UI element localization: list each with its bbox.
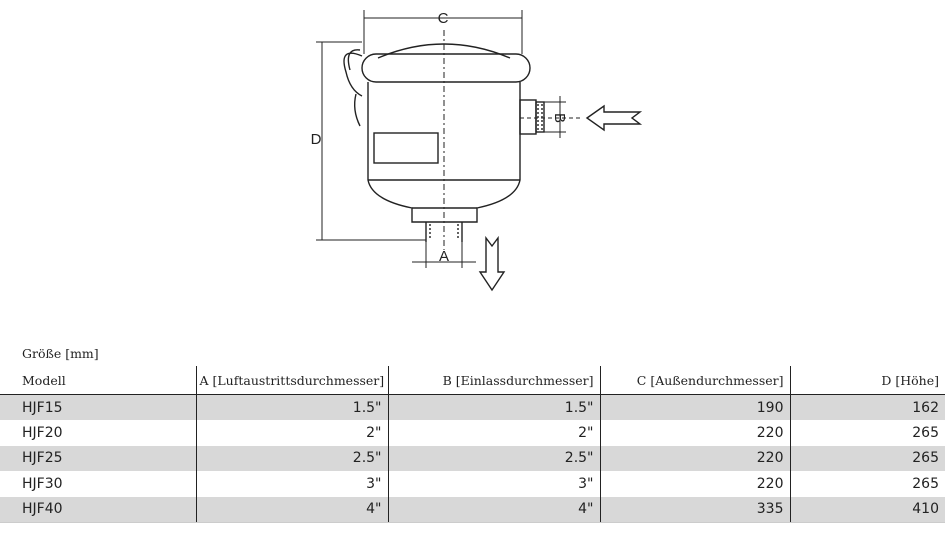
table-cell: 220 bbox=[599, 471, 790, 497]
table-cell: 2.5" bbox=[195, 445, 388, 472]
table-cell: 265 bbox=[789, 420, 945, 446]
column-header: B [Einlassdurchmesser] bbox=[387, 366, 600, 395]
table-row: HJF15 1.5" 1.5" 190 162 bbox=[0, 394, 945, 421]
table-cell: 4" bbox=[387, 496, 600, 523]
table-cell: 2.5" bbox=[387, 445, 600, 472]
column-header: Modell bbox=[0, 366, 196, 395]
dim-label-d: D bbox=[311, 131, 322, 148]
table-cell: 265 bbox=[789, 445, 945, 472]
table-cell: 190 bbox=[599, 394, 790, 421]
tank-rim bbox=[361, 53, 531, 83]
technical-drawing: C D A B bbox=[311, 10, 643, 292]
table-cell: 2" bbox=[387, 420, 600, 446]
table-cell: 162 bbox=[789, 394, 945, 421]
table-cell: 3" bbox=[195, 471, 388, 497]
table-cell: 2" bbox=[195, 420, 388, 446]
table-row: HJF20 2" 2" 220 265 bbox=[0, 420, 945, 446]
column-header: A [Luftaustrittsdurchmesser] bbox=[195, 366, 388, 395]
size-unit-header: Größe [mm] bbox=[22, 346, 99, 361]
table-cell: 4" bbox=[195, 496, 388, 523]
model-cell: HJF25 bbox=[0, 445, 196, 472]
dim-label-c: C bbox=[438, 10, 449, 27]
inlet-arrow bbox=[585, 104, 643, 132]
spec-table: Modell A [Luftaustrittsdurchmesser] B [E… bbox=[0, 366, 945, 523]
table-header-row: Modell A [Luftaustrittsdurchmesser] B [E… bbox=[0, 366, 945, 395]
dim-label-b: B bbox=[551, 113, 568, 123]
table-cell: 410 bbox=[789, 496, 945, 523]
inlet-port bbox=[519, 99, 537, 135]
table-row: HJF30 3" 3" 220 265 bbox=[0, 471, 945, 497]
table-cell: 1.5" bbox=[387, 394, 600, 421]
model-cell: HJF15 bbox=[0, 394, 196, 421]
table-cell: 220 bbox=[599, 420, 790, 446]
table-cell: 335 bbox=[599, 496, 790, 523]
table-cell: 3" bbox=[387, 471, 600, 497]
table-row: HJF25 2.5" 2.5" 220 265 bbox=[0, 445, 945, 472]
column-header: D [Höhe] bbox=[789, 366, 945, 395]
model-cell: HJF30 bbox=[22, 475, 63, 492]
column-header: C [Außendurchmesser] bbox=[599, 366, 790, 395]
table-cell: 220 bbox=[599, 445, 790, 472]
dim-label-a: A bbox=[439, 248, 449, 265]
table-row: HJF40 4" 4" 335 410 bbox=[0, 496, 945, 523]
table-cell: 265 bbox=[789, 471, 945, 497]
model-cell: HJF20 bbox=[22, 425, 63, 442]
name-plate bbox=[373, 132, 439, 164]
table-cell: 1.5" bbox=[195, 394, 388, 421]
handle-clip bbox=[343, 52, 363, 127]
model-cell: HJF40 bbox=[0, 496, 196, 523]
outlet-arrow bbox=[478, 235, 506, 292]
